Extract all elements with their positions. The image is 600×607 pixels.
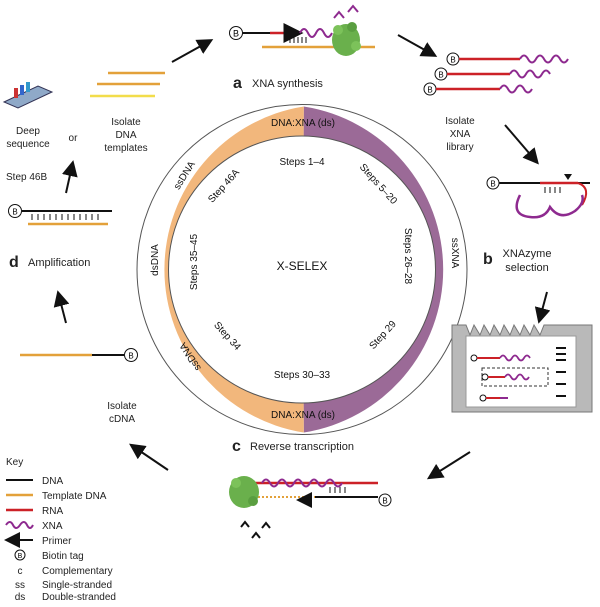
key-rna: RNA [42,506,63,517]
svg-text:sequence: sequence [6,139,50,150]
selex-ring: DNA:XNA (ds) DNA:XNA (ds) ssXNA ssDNA ds… [136,104,468,435]
step-label-7: Steps 35–45 [189,233,200,290]
svg-text:library: library [446,142,473,153]
step-label-1: Steps 1–4 [279,157,324,168]
key-double-stranded: Double-stranded [42,592,116,602]
panel-a-xna-synthesis: B a XNA synthesis [229,4,375,92]
arrow-to-rt [426,451,471,480]
key-dna: DNA [42,476,63,487]
isolate-cdna-label: Isolate cDNA [107,401,137,425]
amplified-duplex: B [8,204,112,226]
panel-letter-a: a [233,75,242,92]
arrow-to-cdna [129,443,169,471]
biotin-tag-l2: B [438,71,443,80]
key-ss-symbol: ss [15,580,25,591]
panel-letter-c: c [232,438,241,455]
ring-left-mid-band-label: dsDNA [150,244,161,276]
panel-c-title: Reverse transcription [250,441,354,453]
svg-text:Isolate: Isolate [111,117,141,128]
biotin-tag-d2: B [128,352,133,361]
biotin-tag-b: B [490,180,495,189]
svg-text:Isolate: Isolate [445,116,475,127]
xnazyme-structure: B [486,174,590,219]
svg-text:Deep: Deep [16,126,40,137]
rt-complex: B [229,476,392,539]
arrow-step-46b [62,160,78,194]
svg-text:cDNA: cDNA [109,414,135,425]
panel-letter-d: d [9,254,19,271]
key-c-symbol: c [18,566,23,577]
step-label-3: Steps 26–28 [402,228,413,285]
cdna-strand: B [20,348,138,362]
step-46b-label: Step 46B [6,172,47,183]
arrow-to-gel [534,291,551,324]
legend-key: Key DNA Template DNA RNA XNA Primer B Bi… [4,457,116,603]
ring-top-band-label: DNA:XNA (ds) [271,118,335,129]
biotin-tag-l1: B [450,56,455,65]
key-primer: Primer [42,536,72,547]
biotin-tag-d1: B [12,208,17,217]
step-label-5: Steps 30–33 [274,370,331,381]
biotin-tag-a: B [233,29,239,39]
arrow-to-amplification [53,290,70,324]
deep-sequence-label: Deep sequence [6,126,50,150]
key-template-dna: Template DNA [42,491,107,502]
center-title: X-SELEX [277,259,328,273]
key-biotin: Biotin tag [42,551,84,562]
isolate-xna-label: Isolate XNA library [445,116,475,153]
panel-b-title-1: XNAzyme [503,248,552,260]
key-xna: XNA [42,521,63,532]
sequencer-chip [2,82,54,109]
or-label: or [69,133,79,144]
selection-gel [451,323,593,413]
arrow-to-selection [504,124,539,165]
panel-a-title: XNA synthesis [252,78,323,90]
polymerase-a [332,22,361,56]
svg-text:templates: templates [104,143,147,154]
ring-bottom-band-label: DNA:XNA (ds) [271,410,335,421]
ring-right-band-label: ssXNA [449,238,460,269]
key-title: Key [6,457,23,468]
panel-letter-b: b [483,251,493,268]
dna-templates [90,71,165,98]
panel-b-title-2: selection [505,262,548,274]
key-ds-symbol: ds [15,592,26,602]
panel-d-title: Amplification [28,257,90,269]
key-biotin-symbol: B [18,553,23,560]
biotin-tag-c: B [382,497,387,506]
xna-library-strands: B B B [423,52,569,96]
isolate-dna-label: Isolate DNA templates [104,117,147,154]
key-complementary: Complementary [42,566,113,577]
svg-text:Isolate: Isolate [107,401,137,412]
arrow-to-library [397,34,438,57]
arrow-to-synthesis [171,39,214,63]
biotin-tag-l3: B [427,86,432,95]
svg-text:DNA: DNA [115,130,136,141]
key-single-stranded: Single-stranded [42,580,112,591]
svg-text:XNA: XNA [450,129,471,140]
